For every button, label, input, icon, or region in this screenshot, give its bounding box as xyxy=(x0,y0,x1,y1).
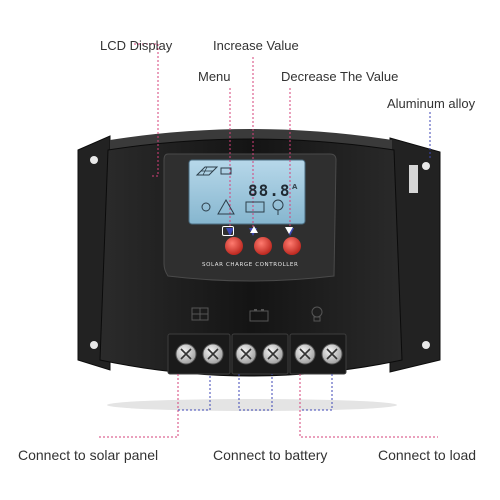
callout-menu: Menu xyxy=(198,69,231,84)
battery-icon xyxy=(249,309,269,322)
lcd-status-icons xyxy=(201,198,284,215)
callout-increase-value: Increase Value xyxy=(213,38,299,53)
menu-icon[interactable] xyxy=(222,226,234,236)
callout-connect-battery: Connect to battery xyxy=(213,447,328,463)
solar-panel-icon xyxy=(195,166,232,176)
lcd-unit: A xyxy=(292,183,298,191)
load-terminal-block[interactable] xyxy=(290,334,346,374)
menu-button[interactable] xyxy=(225,237,243,255)
down-triangle-icon[interactable] xyxy=(285,227,293,234)
callout-connect-load: Connect to load xyxy=(378,447,477,463)
callout-lcd-display: LCD Display xyxy=(100,38,173,53)
decrease-value-button[interactable] xyxy=(283,237,301,255)
solar-terminal-block[interactable] xyxy=(168,334,230,374)
up-triangle-icon[interactable] xyxy=(250,226,258,233)
panel-title: SOLAR CHARGE CONTROLLER xyxy=(202,262,299,268)
solar-panel-icon xyxy=(191,307,209,321)
callout-connect-solar: Connect to solar panel xyxy=(18,447,159,463)
callout-decrease-value: Decrease The Value xyxy=(281,69,399,84)
callout-aluminum-alloy: Aluminum alloy xyxy=(387,96,476,111)
battery-terminal-block[interactable] xyxy=(232,334,288,374)
bulb-icon xyxy=(311,306,323,322)
increase-value-button[interactable] xyxy=(254,237,272,255)
lcd-readout: 88.8 xyxy=(248,181,291,200)
